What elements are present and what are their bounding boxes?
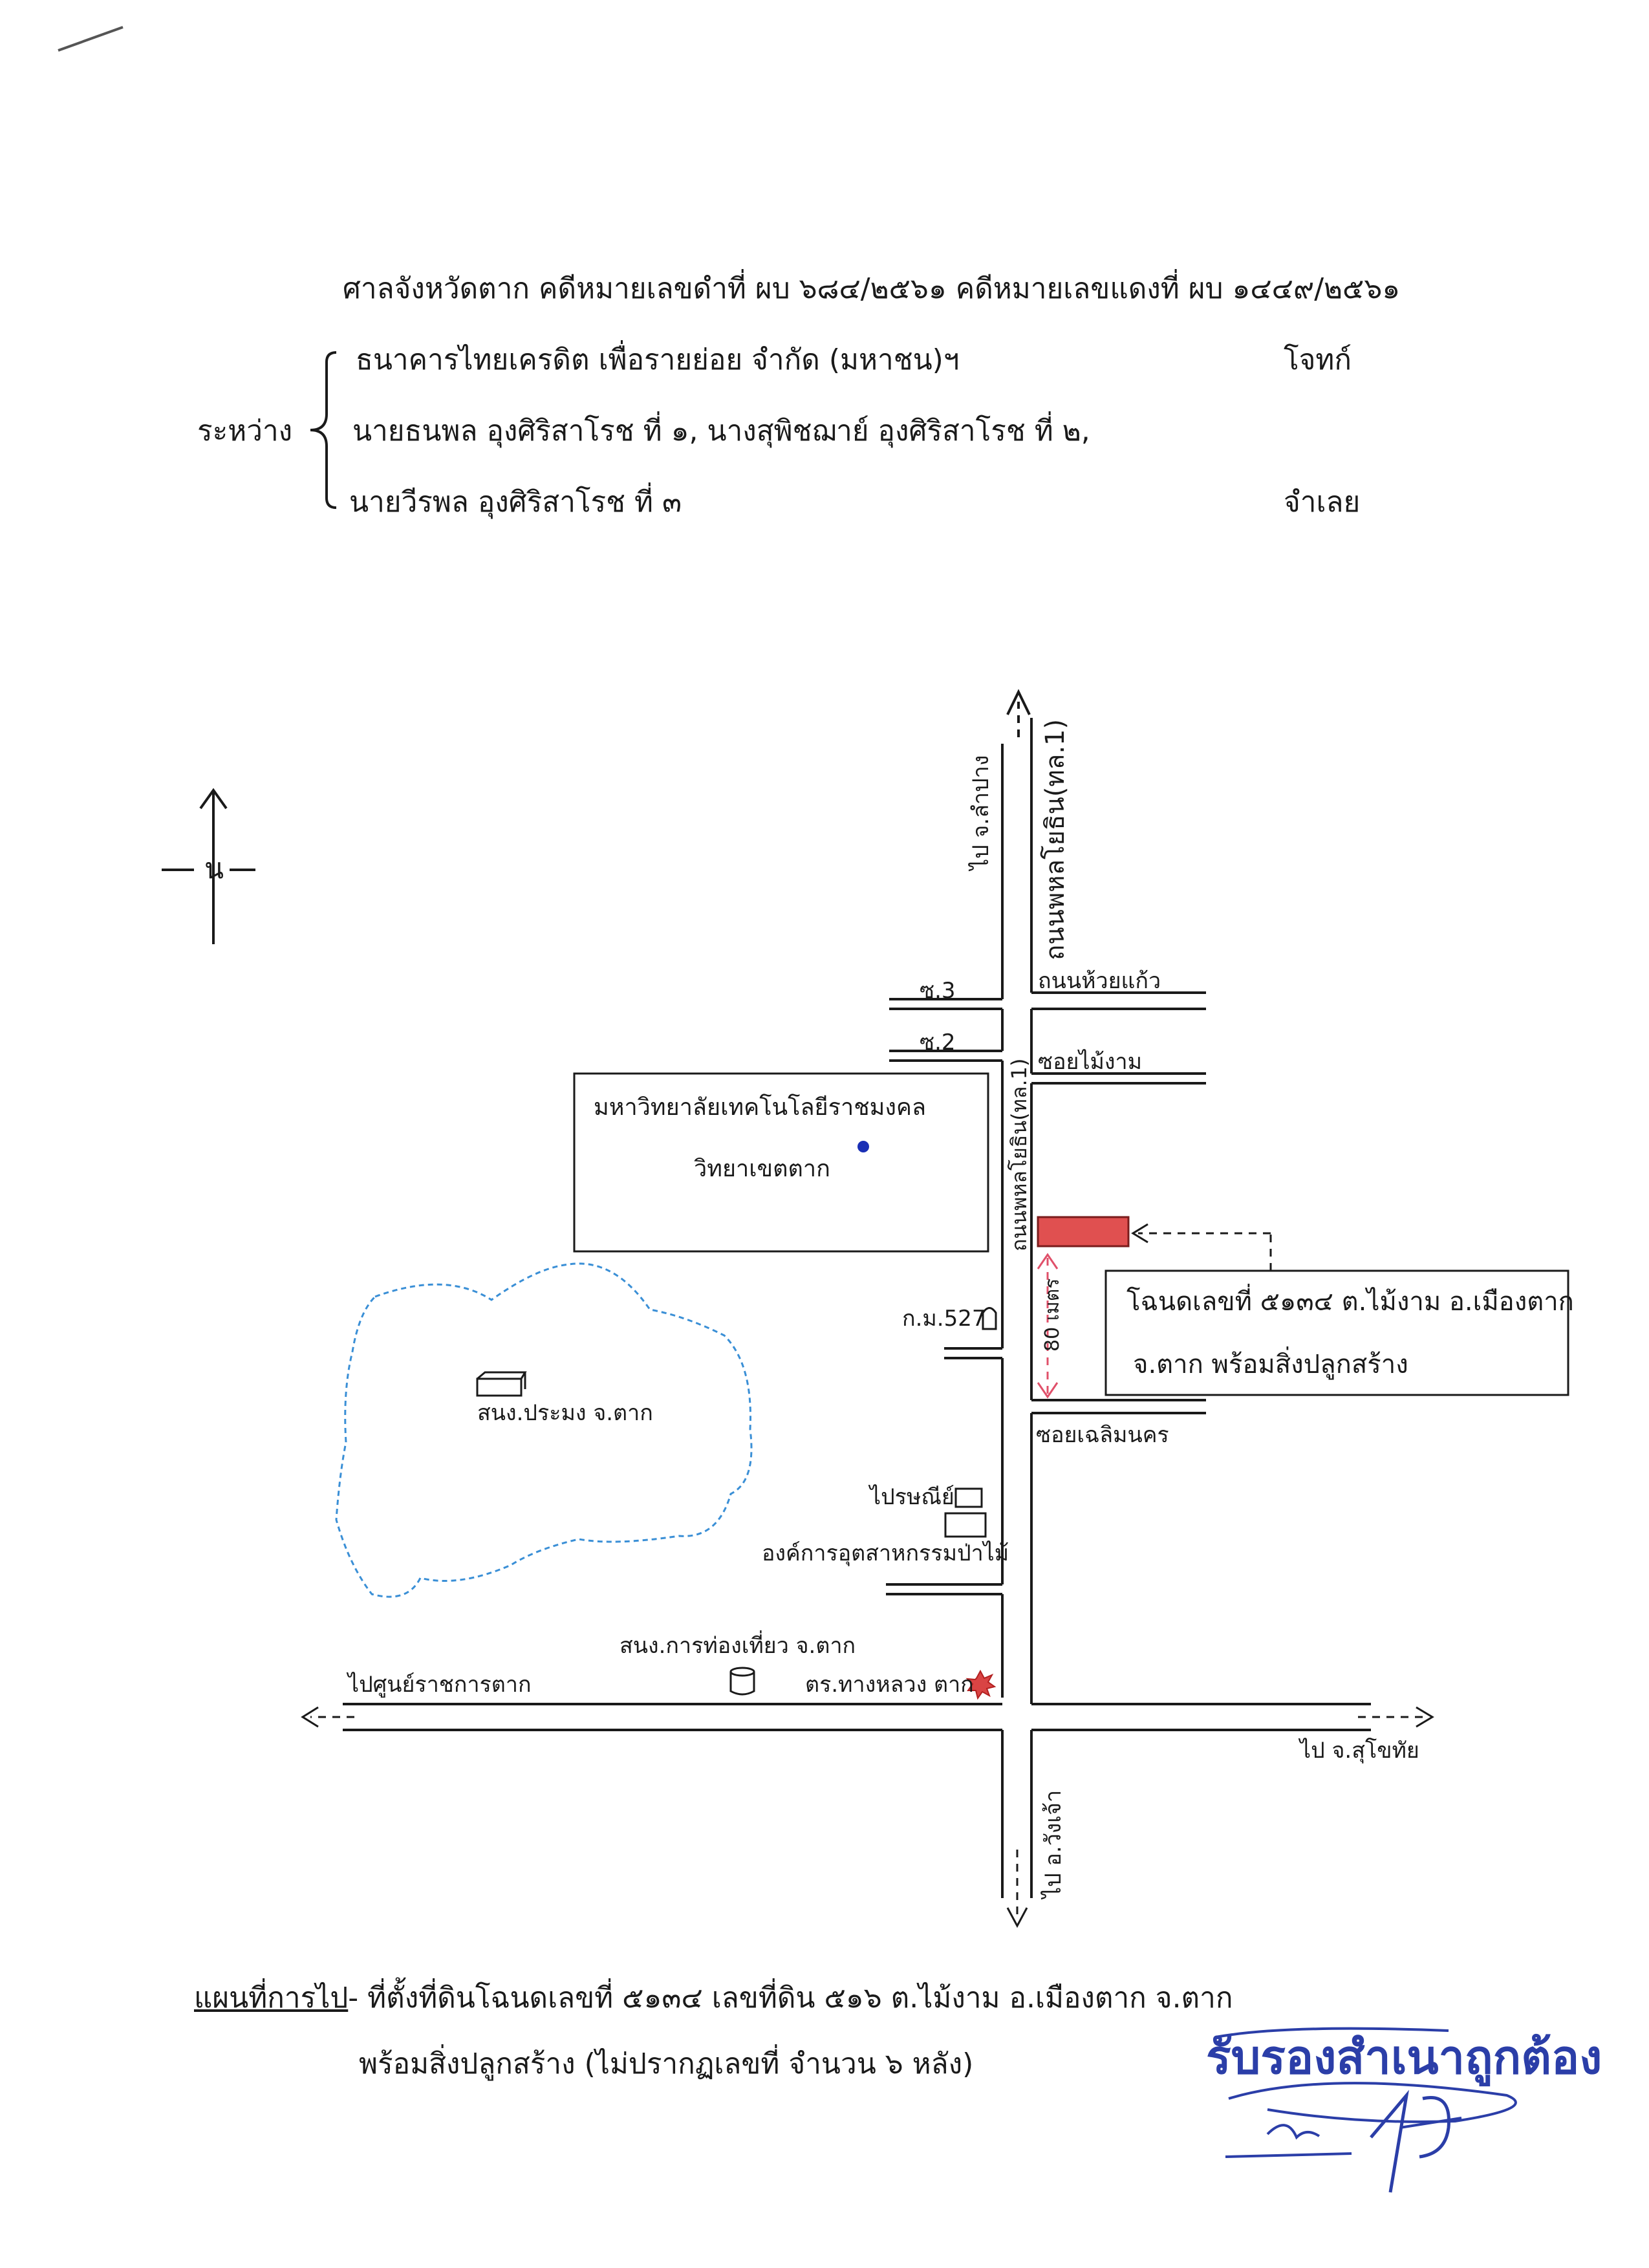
label-soi-mai-ngam: ซอยไม้งาม <box>1038 1049 1143 1075</box>
label-to-govt-center: ไปศูนย์ราชการตาก <box>348 1672 532 1698</box>
land-parcel-marker <box>1037 1216 1130 1247</box>
label-soi-3: ซ.3 <box>920 978 956 1004</box>
plaintiff-role: โจทก์ <box>1284 343 1352 376</box>
label-distance: 80 เมตร <box>1041 1278 1064 1352</box>
label-soi-2: ซ.2 <box>920 1030 956 1055</box>
main-road-north <box>1001 689 1033 999</box>
south-arrow <box>1006 1850 1028 1928</box>
between-label: ระหว่าง <box>197 415 293 448</box>
fishery-pond-outline <box>335 1262 753 1598</box>
label-post-office: ไปรษณีย์ <box>870 1484 954 1510</box>
label-to-lampang: ไป จ.ลำปาง <box>968 755 994 870</box>
parcel-callout-line-2: จ.ตาก พร้อมสิ่งปลูกสร้าง <box>1133 1350 1408 1379</box>
label-tourism-office: สนง.การท่องเที่ยว จ.ตาก <box>620 1633 856 1659</box>
label-huay-kaew-road: ถนนห้วยแก้ว <box>1038 968 1161 994</box>
west-arrow <box>301 1706 354 1728</box>
fishery-office-icon <box>476 1371 527 1397</box>
label-university-line-1: มหาวิทยาลัยเทคโนโลยีราชมงคล <box>594 1094 927 1121</box>
parcel-callout-line-1: โฉนดเลขที่ ๕๑๓๔ ต.ไม้งาม อ.เมืองตาก <box>1126 1287 1574 1317</box>
tourism-office-icon <box>729 1667 755 1696</box>
label-highway-police: ตร.ทางหลวง ตาก <box>805 1672 974 1698</box>
map-caption-text: - ที่ตั้งที่ดินโฉนดเลขที่ ๕๑๓๔ เลขที่ดิน… <box>348 1982 1233 2014</box>
map-caption-line-2: พร้อมสิ่งปลูกสร้าง (ไม่ปรากฏเลขที่ จำนวน… <box>359 2047 974 2080</box>
label-to-sukhothai: ไป จ.สุโขทัย <box>1300 1738 1419 1764</box>
km-527-road-section <box>886 1347 1004 1698</box>
label-university-line-2: วิทยาเขตตาก <box>694 1156 830 1182</box>
university-dot <box>857 1141 869 1152</box>
post-office-icon <box>954 1487 983 1508</box>
soi-3-and-soi-2 <box>889 998 1004 1348</box>
certified-copy-stamp: รับรองสำเนาถูกต้อง <box>1206 2030 1602 2084</box>
label-main-road-mid: ถนนพหลโยธิน(ทล.1) <box>1007 1058 1031 1251</box>
plaintiff-name: ธนาคารไทยเครดิต เพื่อรายย่อย จำกัด (มหาช… <box>356 343 960 376</box>
north-arrow <box>162 788 255 944</box>
label-forest-org: องค์การอุตสาหกรรมป่าไม้ <box>762 1540 1009 1566</box>
soi-chaloem-road <box>1030 1399 1206 1704</box>
court-case-line: ศาลจังหวัดตาก คดีหมายเลขดำที่ ผบ ๖๘๔/๒๕๖… <box>343 272 1401 305</box>
distance-arrow <box>1037 1253 1059 1399</box>
defendants-line-1: นายธนพล อุงศิริสาโรช ที่ ๑, นางสุพิชฌาย์… <box>352 415 1090 448</box>
label-to-wang-chao: ไป อ.วังเจ้า <box>1040 1789 1066 1898</box>
highway-police-icon <box>965 1669 997 1700</box>
parcel-callout-box <box>1105 1269 1569 1396</box>
defendants-line-2: นายวีรพล อุงศิริสาโรช ที่ ๓ <box>349 486 682 519</box>
forest-org-icon <box>944 1512 987 1538</box>
defendant-role: จำเลย <box>1284 486 1361 519</box>
university-outline <box>573 1072 989 1253</box>
huay-kaew-and-mai-ngam-roads <box>1030 991 1206 1400</box>
east-arrow <box>1358 1706 1434 1728</box>
label-km-marker: ก.ม.527 <box>902 1306 986 1332</box>
map-caption-title: แผนที่การไป <box>194 1982 349 2014</box>
map-caption-line-1: แผนที่การไป- ที่ตั้งที่ดินโฉนดเลขที่ ๕๑๓… <box>194 1984 1233 2013</box>
label-fishery-office: สนง.ประมง จ.ตาก <box>477 1400 653 1426</box>
label-main-road-top: ถนนพหลโยธิน(ทล.1) <box>1040 718 1070 960</box>
east-west-road <box>343 1703 1371 1898</box>
north-label: น <box>204 852 224 885</box>
km-marker-icon <box>982 1307 997 1330</box>
parcel-callout-arrow <box>1131 1223 1272 1271</box>
label-soi-chaloem: ซอยเฉลิมนคร <box>1036 1422 1169 1448</box>
